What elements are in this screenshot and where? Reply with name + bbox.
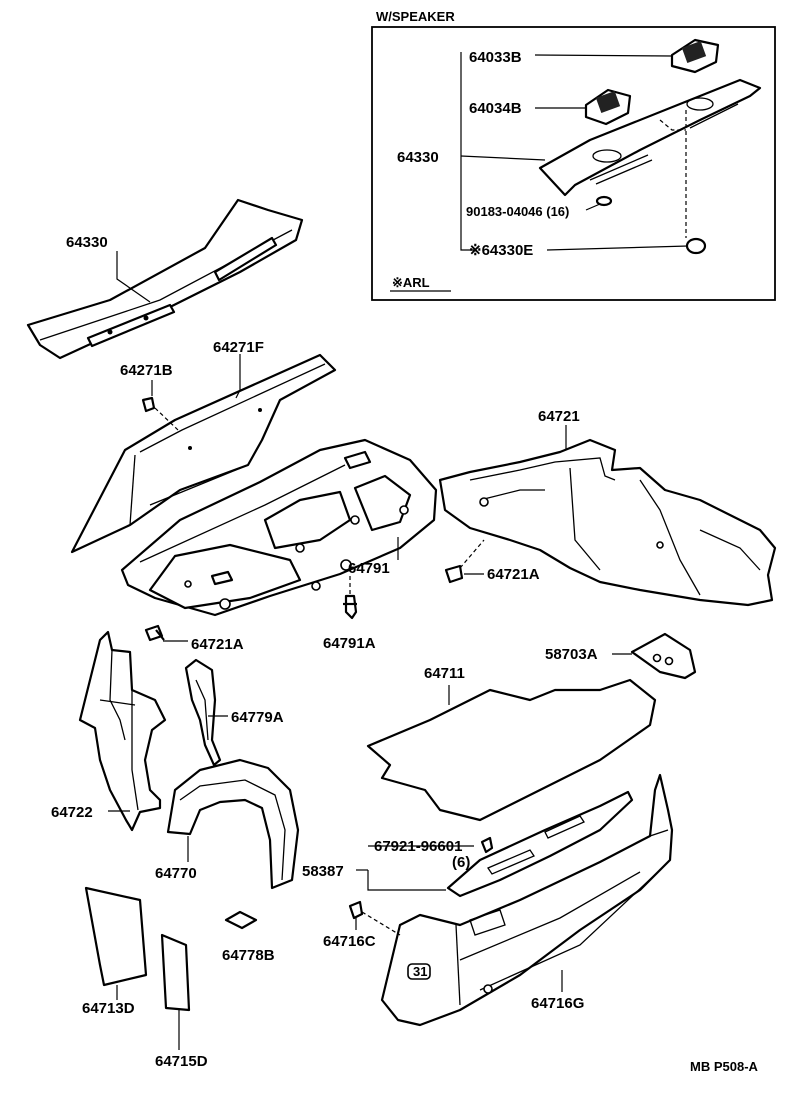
scuff-plate-58387: 58387 67921-96601 (6)	[302, 790, 634, 898]
fastener-64716C: 64716C	[323, 900, 401, 950]
side-trim-64721: 64721	[438, 408, 777, 607]
cover-58703A: 58703A	[545, 632, 697, 680]
inset-package-tray	[538, 78, 762, 197]
floor-mat-64711: 64711	[366, 665, 657, 822]
diagram-code: MB P508-A	[690, 1059, 759, 1074]
fastener-64271B: 64271B	[120, 362, 179, 431]
trunk-lid-liner-64791: 64791	[120, 438, 438, 617]
label-64721: 64721	[538, 408, 580, 425]
inset-footnote: ※ARL	[392, 275, 430, 290]
inset-label-90183: 90183-04046 (16)	[466, 204, 569, 219]
clip-64721A-left: 64721A	[144, 624, 244, 653]
inset-label-64033B: 64033B	[469, 49, 522, 66]
bracket-64722: 64722	[51, 630, 167, 832]
package-tray-64330: 64330	[26, 198, 304, 360]
label-67921-qty: (6)	[452, 854, 470, 871]
label-64721A-right: 64721A	[487, 566, 540, 583]
inset-label-64330: 64330	[397, 149, 439, 166]
label-64721A-left: 64721A	[191, 636, 244, 653]
label-64711: 64711	[424, 665, 465, 682]
inset-label-64330E: ※64330E	[469, 242, 533, 259]
inset-plug-64330E	[685, 237, 707, 255]
label-64770: 64770	[155, 865, 197, 882]
strap-64779A: 64779A	[184, 658, 284, 767]
wheelhouse-cover-64770: 64770	[155, 758, 300, 890]
label-58703A: 58703A	[545, 646, 598, 663]
inset-speaker-64034B	[584, 88, 632, 126]
label-64779A: 64779A	[231, 709, 284, 726]
clip-64791A: 64791A	[323, 576, 376, 652]
label-64722: 64722	[51, 804, 93, 821]
pad-64713D: 64713D	[82, 886, 148, 1017]
label-64791: 64791	[348, 560, 390, 577]
pad-64778B: 64778B	[222, 910, 275, 964]
label-64716C: 64716C	[323, 933, 376, 950]
label-64778B: 64778B	[222, 947, 275, 964]
label-64791A: 64791A	[323, 635, 376, 652]
clip-64721A-right: 64721A	[444, 539, 540, 584]
label-58387: 58387	[302, 863, 344, 880]
inset-label-64034B: 64034B	[469, 100, 522, 117]
pad-64715D: 64715D	[155, 933, 208, 1070]
label-64271B: 64271B	[120, 362, 173, 379]
speaker-inset: W/SPEAKER 6	[371, 9, 776, 301]
emblem-label: 31	[413, 964, 427, 979]
label-64330: 64330	[66, 234, 108, 251]
trim-panel-64271F: 64271F	[70, 339, 337, 554]
label-64713D: 64713D	[82, 1000, 135, 1017]
inset-frame	[371, 26, 776, 301]
inset-speaker-64033B	[670, 38, 720, 74]
inset-title: W/SPEAKER	[376, 9, 455, 24]
label-64715D: 64715D	[155, 1053, 208, 1070]
label-64271F: 64271F	[213, 339, 264, 356]
inset-clip-90183	[595, 195, 613, 207]
rear-trim-64716G: 31 64716G	[380, 773, 674, 1027]
label-64716G: 64716G	[531, 995, 584, 1012]
label-67921: 67921-96601	[374, 838, 462, 855]
